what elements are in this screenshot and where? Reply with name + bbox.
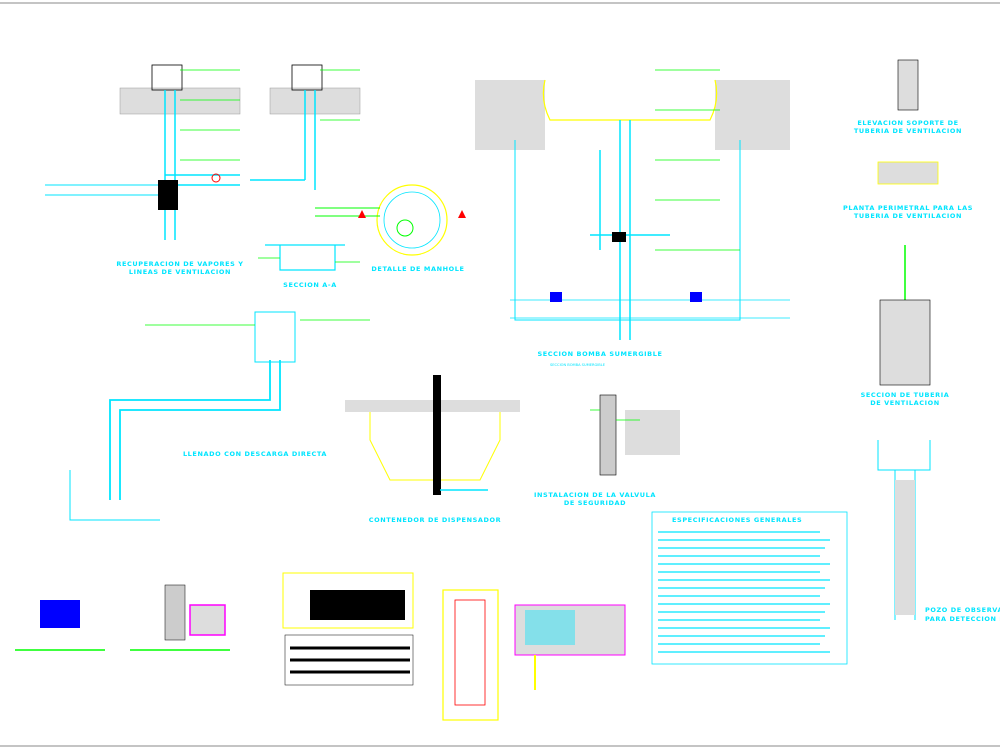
direct-fill-detail: [69, 311, 370, 521]
safety-valve-title-2: DE SEGURIDAD: [564, 499, 626, 507]
section-aa-title: SECCION A-A: [283, 281, 337, 289]
specifications-title: ESPECIFICACIONES GENERALES: [672, 516, 802, 524]
table-detail: [282, 572, 414, 686]
vent-section-title-2: DE VENTILACION: [870, 399, 940, 407]
bottom-left-details: [15, 584, 230, 651]
vent-elevation-title-1: ELEVACION SOPORTE DE: [857, 119, 958, 127]
vapor-recovery-title-1: RECUPERACION DE VAPORES Y: [116, 260, 243, 268]
dispenser-title: CONTENEDOR DE DISPENSADOR: [369, 516, 502, 524]
vapor-recovery-detail: [45, 64, 361, 240]
vent-elevation-title-2: TUBERIA DE VENTILACION: [854, 127, 962, 135]
safety-valve-detail: [590, 394, 680, 476]
observation-well-title-2: PARA DETECCION DE: [925, 615, 1000, 623]
section-aa-detail: [258, 244, 360, 271]
vent-section-title-1: SECCION DE TUBERIA: [861, 391, 950, 399]
dispenser-detail: [345, 375, 520, 495]
manhole-detail: [315, 184, 466, 256]
vent-details: [877, 59, 939, 620]
vent-plan-title-2: TUBERIA DE VENTILACION: [854, 212, 962, 220]
vapor-recovery-title-2: LINEAS DE VENTILACION: [129, 268, 231, 276]
submersible-pump-detail: [475, 69, 790, 340]
vent-plan-title-1: PLANTA PERIMETRAL PARA LAS: [843, 204, 973, 212]
tank-detail: [442, 589, 626, 721]
pump-note: SECCION BOMBA SUMERGIBLE: [550, 363, 606, 367]
manhole-title: DETALLE DE MANHOLE: [371, 265, 464, 273]
specifications-box: [651, 511, 848, 665]
specifications-text-lines: [658, 531, 830, 653]
observation-well-title-1: POZO DE OBSERVACION: [925, 606, 1000, 614]
safety-valve-title-1: INSTALACION DE LA VALVULA: [534, 491, 656, 499]
submersible-pump-title: SECCION BOMBA SUMERGIBLE: [537, 350, 662, 358]
direct-fill-title: LLENADO CON DESCARGA DIRECTA: [183, 450, 327, 458]
